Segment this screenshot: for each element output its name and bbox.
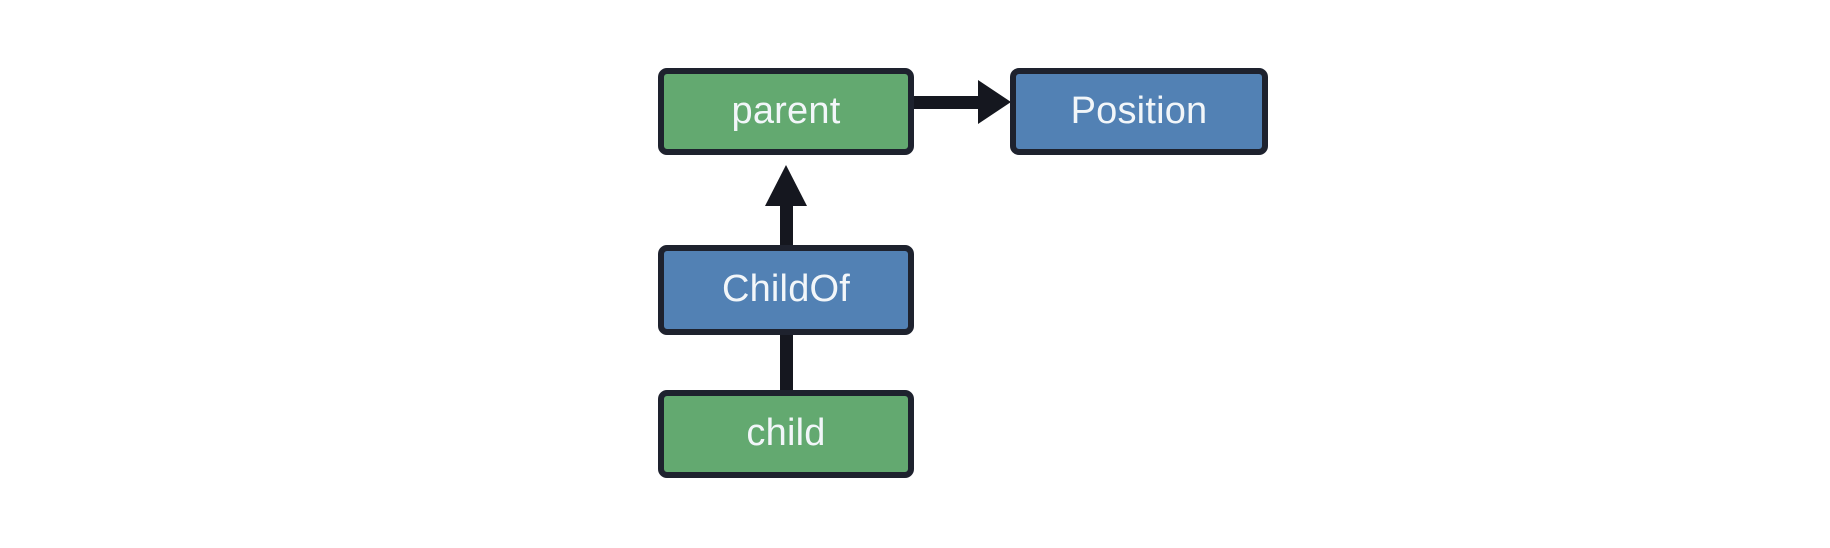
node-position-label: Position bbox=[1070, 89, 1208, 132]
edge-parent-to-position bbox=[914, 80, 1011, 124]
edge-child-to-childof bbox=[780, 332, 793, 393]
node-parent-label: parent bbox=[731, 89, 841, 132]
node-position[interactable]: Position bbox=[1010, 68, 1268, 155]
arrowhead-right-icon bbox=[978, 80, 1011, 124]
edge-shaft-parent-to-position bbox=[914, 96, 981, 109]
edge-shaft-childof-to-parent bbox=[780, 200, 793, 248]
edge-shaft-child-to-childof bbox=[780, 332, 793, 393]
node-parent[interactable]: parent bbox=[658, 68, 914, 155]
edge-childof-to-parent bbox=[765, 165, 807, 248]
node-childof[interactable]: ChildOf bbox=[658, 245, 914, 335]
node-child[interactable]: child bbox=[658, 390, 914, 478]
node-child-label: child bbox=[746, 412, 826, 454]
arrowhead-up-icon bbox=[765, 165, 807, 206]
node-childof-label: ChildOf bbox=[721, 268, 851, 310]
